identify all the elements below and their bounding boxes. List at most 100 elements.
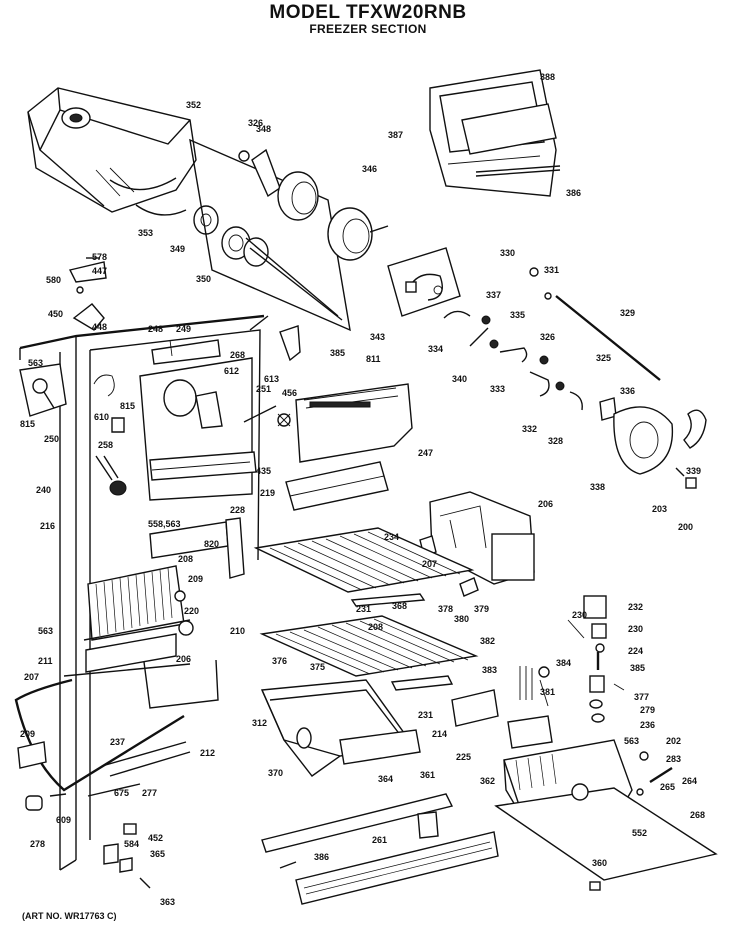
section-title: FREEZER SECTION <box>309 22 427 36</box>
part-label: 388 <box>540 72 555 82</box>
part-label: 206 <box>538 499 553 509</box>
part-label: 232 <box>628 602 643 612</box>
wire-shelves-drawing <box>253 527 479 691</box>
part-label: 346 <box>362 164 377 174</box>
part-label: 331 <box>544 265 559 275</box>
part-label: 251 <box>256 384 271 394</box>
part-label: 382 <box>480 636 495 646</box>
part-label: 364 <box>378 774 393 784</box>
part-label: 811 <box>366 354 381 364</box>
part-label: 214 <box>432 729 447 739</box>
part-label: 334 <box>428 344 443 354</box>
part-label: 248 <box>148 324 163 334</box>
part-label: 337 <box>486 290 501 300</box>
part-label: 435 <box>256 466 271 476</box>
part-label: 338 <box>590 482 605 492</box>
bottom-parts-drawing <box>261 793 499 905</box>
part-label: 343 <box>370 332 385 342</box>
part-label: 447 <box>92 266 107 276</box>
part-label: 265 <box>660 782 675 792</box>
part-label: 563 <box>38 626 53 636</box>
part-label: 383 <box>482 665 497 675</box>
part-label: 312 <box>252 718 267 728</box>
part-label: 340 <box>452 374 467 384</box>
part-label: 326 <box>248 118 263 128</box>
part-label: 335 <box>510 310 525 320</box>
part-label: 612 <box>224 366 239 376</box>
part-label: 384 <box>556 658 571 668</box>
part-label: 365 <box>150 849 165 859</box>
part-label: 815 <box>20 419 35 429</box>
part-label: 329 <box>620 308 635 318</box>
part-label: 578 <box>92 252 107 262</box>
part-label: 613 <box>264 374 279 384</box>
evaporator-cover-drawing <box>139 325 301 501</box>
part-label: 210 <box>230 626 245 636</box>
motor-bracket-drawing <box>387 247 461 317</box>
model-title: MODEL TFXW20RNB <box>269 2 467 23</box>
part-label: 332 <box>522 424 537 434</box>
part-label: 278 <box>30 839 45 849</box>
part-label: 363 <box>160 897 175 907</box>
part-label: 387 <box>388 130 403 140</box>
ice-bucket-drawing <box>27 87 197 216</box>
part-label: 247 <box>418 448 433 458</box>
part-label: 230 <box>628 624 643 634</box>
part-label: 380 <box>454 614 469 624</box>
part-label: 558,563 <box>148 519 181 529</box>
part-label: 200 <box>678 522 693 532</box>
part-label: 225 <box>456 752 471 762</box>
part-label: 207 <box>422 559 437 569</box>
part-label: 584 <box>124 839 139 849</box>
part-label: 563 <box>624 736 639 746</box>
part-label: 250 <box>44 434 59 444</box>
part-label: 202 <box>666 736 681 746</box>
part-label: 325 <box>596 353 611 363</box>
freezer-liner-drawing <box>19 314 269 871</box>
part-label: 360 <box>592 858 607 868</box>
part-label: 450 <box>48 309 63 319</box>
part-label: 353 <box>138 228 153 238</box>
part-label: 336 <box>620 386 635 396</box>
part-label: 386 <box>314 852 329 862</box>
part-label: 231 <box>356 604 371 614</box>
part-label: 378 <box>438 604 453 614</box>
part-label: 609 <box>56 815 71 825</box>
part-label: 349 <box>170 244 185 254</box>
part-label: 279 <box>640 705 655 715</box>
part-label: 230 <box>572 610 587 620</box>
part-label: 236 <box>640 720 655 730</box>
part-label: 224 <box>628 646 643 656</box>
part-label: 370 <box>268 768 283 778</box>
part-label: 216 <box>40 521 55 531</box>
part-label: 209 <box>20 729 35 739</box>
part-label: 219 <box>260 488 275 498</box>
dispenser-motor-drawing <box>451 666 553 749</box>
evaporator-coil-drawing <box>83 517 245 673</box>
part-label: 563 <box>28 358 43 368</box>
part-label: 385 <box>330 348 345 358</box>
part-label: 240 <box>36 485 51 495</box>
part-label: 326 <box>540 332 555 342</box>
part-label: 333 <box>490 384 505 394</box>
control-parts-left-drawing <box>19 363 127 496</box>
art-number: (ART NO. WR17763 C) <box>22 911 117 921</box>
part-label: 203 <box>652 504 667 514</box>
part-label: 208 <box>368 622 383 632</box>
icemaker-drawing <box>285 461 535 585</box>
part-label: 452 <box>148 833 163 843</box>
part-label: 234 <box>384 532 399 542</box>
part-label: 211 <box>38 656 53 666</box>
part-label: 228 <box>230 505 245 515</box>
fan-parts-drawing <box>243 383 413 463</box>
freezer-basket-drawing <box>260 679 421 777</box>
part-label: 375 <box>310 662 325 672</box>
part-label: 361 <box>420 770 435 780</box>
part-label: 220 <box>184 606 199 616</box>
part-label: 268 <box>690 810 705 820</box>
dispenser-housing-drawing <box>494 739 718 891</box>
part-label: 580 <box>46 275 61 285</box>
part-label: 283 <box>666 754 681 764</box>
